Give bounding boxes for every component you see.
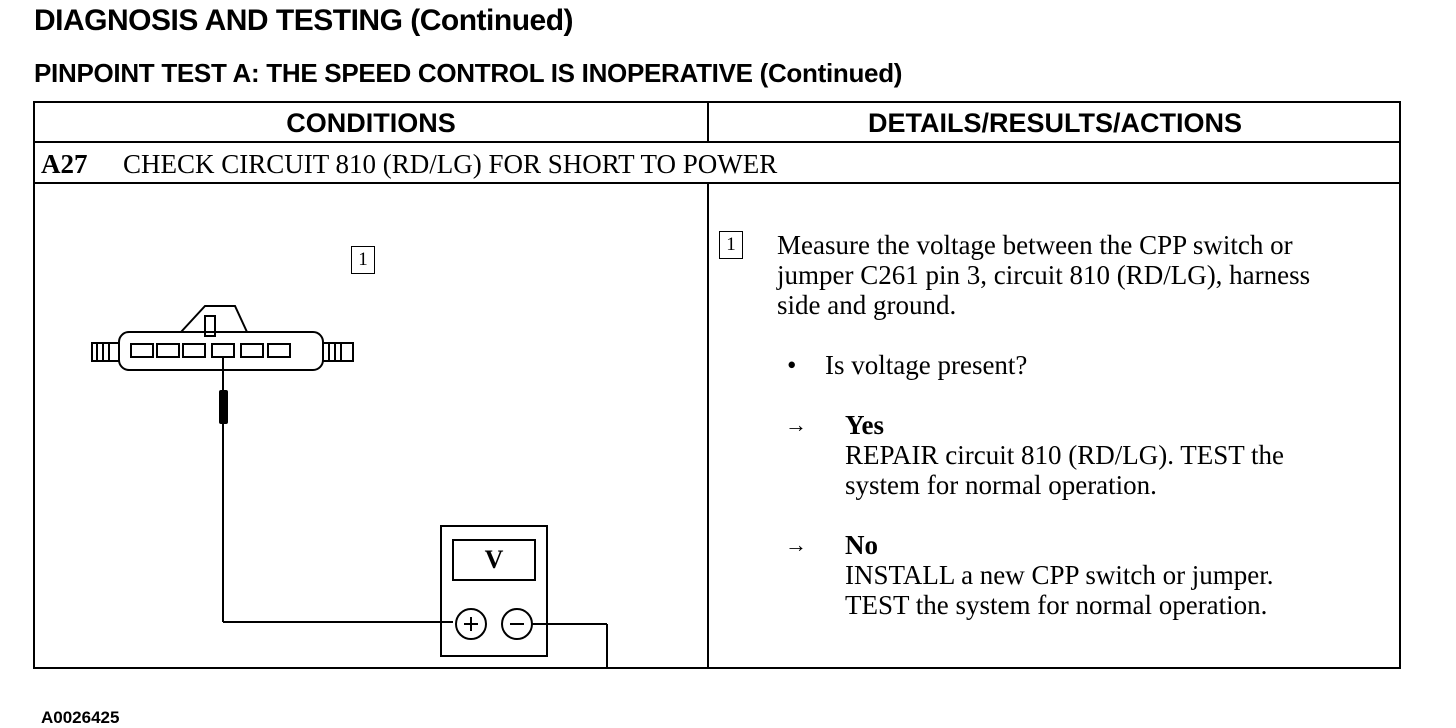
diagram-callout-1: 1	[351, 246, 375, 274]
header-divider	[707, 103, 709, 143]
instruction-line-2: jumper C261 pin 3, circuit 810 (RD/LG), …	[777, 260, 1311, 290]
yes-action-line-1: REPAIR circuit 810 (RD/LG). TEST the	[845, 440, 1284, 470]
step-row: A27 CHECK CIRCUIT 810 (RD/LG) FOR SHORT …	[35, 143, 1399, 184]
probe-tip-positive	[219, 390, 228, 424]
voltmeter-display	[452, 539, 536, 581]
figure-id: A0026425	[41, 708, 120, 727]
details-callout-1: 1	[719, 231, 743, 259]
yes-action-line-2: system for normal operation.	[845, 470, 1157, 500]
body-divider	[707, 184, 709, 669]
yes-arrow: →	[785, 412, 807, 437]
no-action-line-2: TEST the system for normal operation.	[845, 590, 1268, 620]
test-title: PINPOINT TEST A: THE SPEED CONTROL IS IN…	[34, 58, 903, 88]
test-diagram: 1	[35, 184, 707, 727]
page-title: DIAGNOSIS AND TESTING (Continued)	[34, 4, 574, 37]
voltmeter-label: V	[485, 545, 504, 574]
conditions-header: CONDITIONS	[286, 108, 456, 138]
table-header-row: CONDITIONS DETAILS/RESULTS/ACTIONS	[35, 103, 1399, 143]
yes-label: Yes	[845, 410, 884, 440]
step-title: CHECK CIRCUIT 810 (RD/LG) FOR SHORT TO P…	[123, 149, 778, 179]
wiring-diagram: V	[91, 305, 608, 669]
question-bullet: •	[787, 350, 797, 380]
no-arrow: →	[785, 532, 807, 557]
details-header: DETAILS/RESULTS/ACTIONS	[867, 108, 1242, 138]
connector-key	[204, 315, 216, 337]
voltmeter-positive-jack	[455, 608, 487, 640]
voltmeter-body	[440, 525, 548, 657]
question-text: Is voltage present?	[825, 350, 1028, 380]
connector-body	[118, 331, 324, 371]
step-number: A27	[41, 149, 88, 179]
connector-latch	[180, 305, 248, 333]
instruction-line-3: side and ground.	[777, 290, 957, 320]
instruction-line-1: Measure the voltage between the CPP swit…	[777, 230, 1293, 260]
pinpoint-table: CONDITIONS DETAILS/RESULTS/ACTIONS A27 C…	[33, 101, 1401, 727]
no-label: No	[845, 530, 878, 560]
no-action-line-1: INSTALL a new CPP switch or jumper.	[845, 560, 1274, 590]
